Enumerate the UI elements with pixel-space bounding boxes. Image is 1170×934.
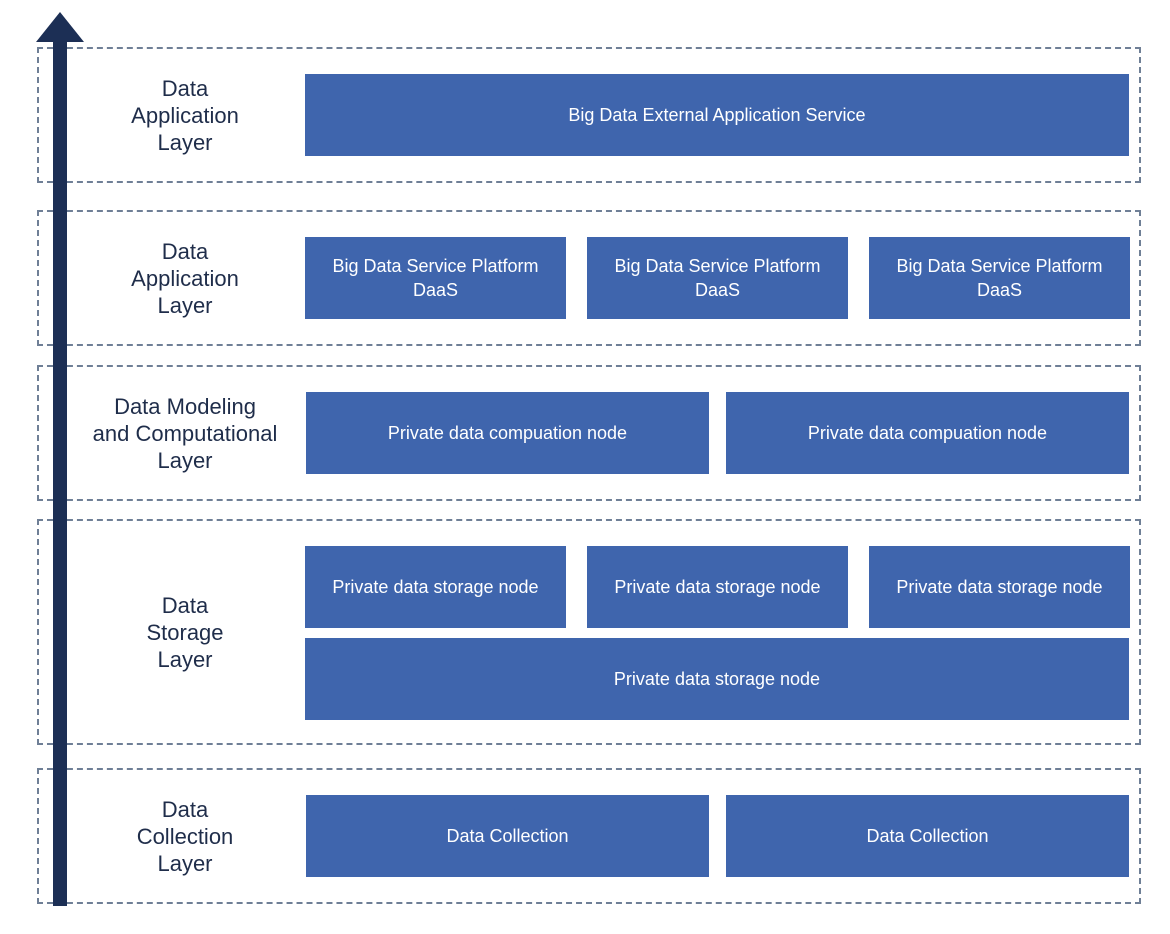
layer-frame-data-application-platform bbox=[37, 210, 1141, 346]
box-big-data-service-platform-2: Big Data Service Platform DaaS bbox=[587, 237, 848, 319]
layer-frame-data-modeling bbox=[37, 365, 1141, 501]
box-big-data-external-application-service: Big Data External Application Service bbox=[305, 74, 1129, 156]
arrow-head bbox=[36, 12, 84, 42]
box-private-data-computation-node-2: Private data compuation node bbox=[726, 392, 1129, 474]
box-private-data-storage-node-2: Private data storage node bbox=[587, 546, 848, 628]
layer-frame-data-collection bbox=[37, 768, 1141, 904]
layer-label-data-collection: Data Collection Layer bbox=[136, 796, 234, 876]
box-private-data-storage-node-1: Private data storage node bbox=[305, 546, 566, 628]
layer-label-data-application-platform: Data Application Layer bbox=[131, 238, 239, 318]
box-data-collection-1: Data Collection bbox=[306, 795, 709, 877]
box-private-data-storage-node-4: Private data storage node bbox=[305, 638, 1129, 720]
layer-label-data-application-external: Data Application Layer bbox=[131, 75, 239, 155]
layer-frame-data-application-external bbox=[37, 47, 1141, 183]
box-data-collection-2: Data Collection bbox=[726, 795, 1129, 877]
layer-label-data-modeling: Data Modeling and Computational Layer bbox=[92, 393, 278, 473]
box-big-data-service-platform-1: Big Data Service Platform DaaS bbox=[305, 237, 566, 319]
box-private-data-storage-node-3: Private data storage node bbox=[869, 546, 1130, 628]
arrow-shaft bbox=[53, 38, 67, 906]
box-private-data-computation-node-1: Private data compuation node bbox=[306, 392, 709, 474]
layer-frame-data-storage bbox=[37, 519, 1141, 745]
box-big-data-service-platform-3: Big Data Service Platform DaaS bbox=[869, 237, 1130, 319]
layer-label-data-storage: Data Storage Layer bbox=[146, 592, 224, 672]
